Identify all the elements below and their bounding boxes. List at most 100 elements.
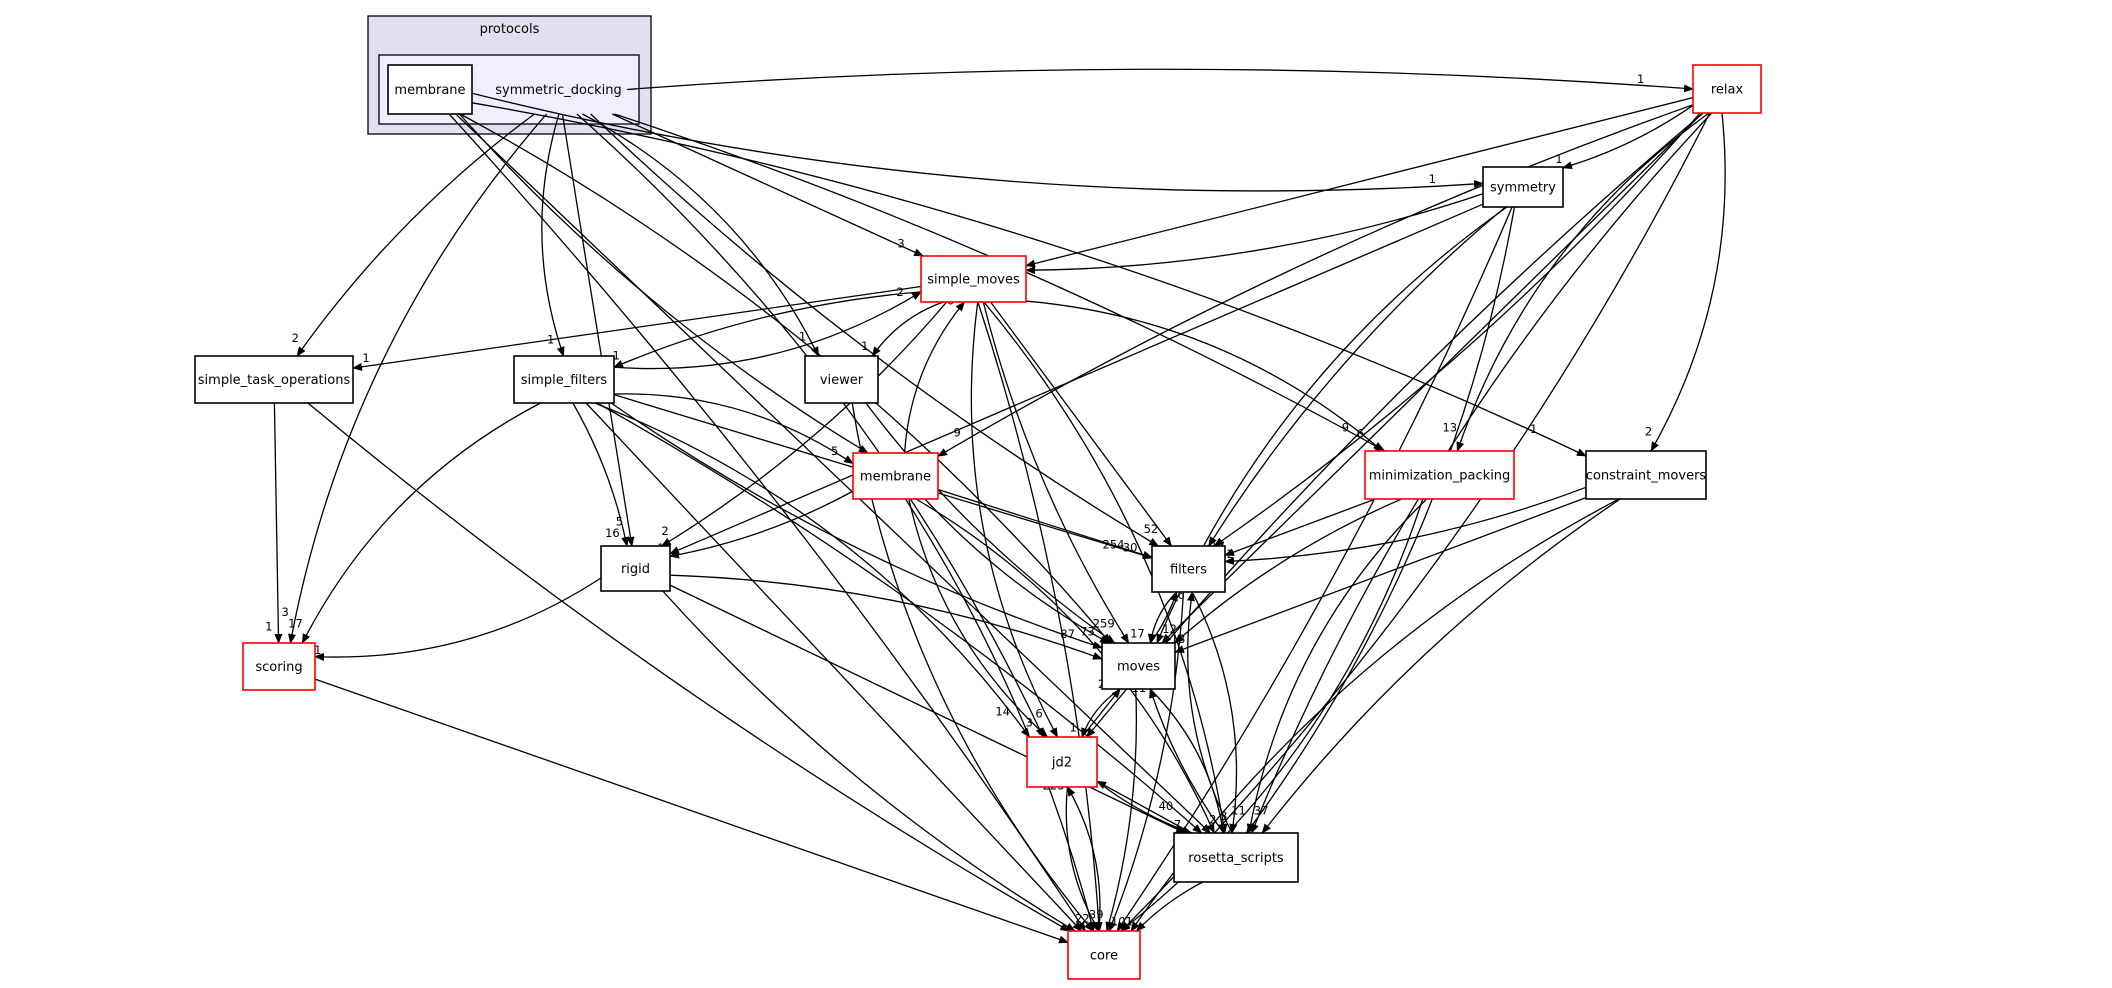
edge-line[interactable] (660, 301, 948, 547)
node-box[interactable] (1067, 930, 1141, 980)
edge-weight-label[interactable]: 1 (1429, 172, 1436, 186)
edge-line[interactable] (314, 577, 602, 661)
edge-line[interactable] (1261, 498, 1621, 834)
edge-line[interactable] (626, 68, 1694, 93)
edge-relax-to-symmetry[interactable]: 1 (1555, 104, 1694, 170)
edge-weight-label[interactable]: 101 (1111, 915, 1133, 929)
edge-line[interactable] (459, 113, 1111, 644)
node-symmetric-docking[interactable]: symmetric_docking (495, 83, 621, 98)
node-label[interactable]: scoring (255, 660, 302, 675)
edge-line[interactable] (977, 301, 1103, 932)
node-box[interactable] (804, 355, 879, 404)
edge-symmetry-to-rosetta_scripts[interactable] (1245, 206, 1516, 834)
edge-membrane_sub-to-symmetry[interactable]: 1 (471, 92, 1484, 192)
edge-weight-label[interactable]: 22 (1075, 912, 1090, 926)
node-box[interactable] (1482, 166, 1564, 208)
edge-membrane-to-core[interactable] (904, 498, 1096, 932)
edge-line[interactable] (669, 490, 854, 559)
edge-line[interactable] (352, 285, 922, 371)
edge-line[interactable] (1149, 688, 1225, 834)
edge-line[interactable] (1066, 786, 1101, 932)
edge-line[interactable] (669, 574, 1103, 660)
edge-weight-label[interactable]: 9 (954, 425, 961, 439)
edge-relax-to-jd2[interactable] (1086, 112, 1704, 738)
edge-line[interactable] (1174, 496, 1587, 653)
edge-membrane_sub-to-membrane[interactable] (459, 113, 869, 454)
edge-weight-label[interactable]: 1 (1530, 422, 1537, 436)
edge-line[interactable] (1081, 688, 1121, 738)
edge-rosetta_scripts-to-core[interactable]: 101 (1111, 881, 1204, 932)
edge-relax-to-simple_moves[interactable] (1025, 96, 1694, 268)
node-membrane[interactable]: membrane (852, 452, 939, 500)
edge-rigid-to-rosetta_scripts[interactable] (669, 584, 1186, 834)
edge-simple_filters-to-jd2[interactable]: 14 (594, 402, 1031, 738)
edge-rosetta_scripts-to-filters[interactable]: 6 (1177, 588, 1233, 834)
edge-line[interactable] (1245, 206, 1516, 834)
edge-simple_moves-to-core[interactable] (977, 301, 1103, 932)
edge-line[interactable] (915, 498, 1215, 834)
edge-weight-label[interactable]: 3 (1026, 715, 1033, 729)
edge-line[interactable] (594, 402, 1031, 738)
edge-line[interactable] (1191, 591, 1238, 834)
node-label[interactable]: symmetric_docking (495, 83, 621, 98)
edge-rigid-to-moves[interactable] (669, 574, 1103, 660)
edge-line[interactable] (669, 203, 1484, 555)
edge-simple_filters-to-scoring[interactable]: 17 (288, 402, 541, 644)
edge-line[interactable] (288, 113, 548, 644)
edge-line[interactable] (1246, 498, 1428, 834)
node-label[interactable]: filters (1170, 563, 1207, 578)
node-filters[interactable]: filters (1151, 545, 1226, 593)
edge-line[interactable] (1025, 96, 1694, 268)
edge-line[interactable] (1174, 498, 1402, 644)
edge-moves-to-rosetta_scripts[interactable]: 2 (1149, 688, 1227, 834)
edge-line[interactable] (314, 678, 1069, 944)
edge-weight-label[interactable]: 1 (265, 619, 272, 633)
edge-weight-label[interactable]: 1 (1555, 152, 1562, 166)
edge-symmetric_docking-to-simple_moves[interactable]: 3 (611, 113, 925, 257)
edge-line[interactable] (459, 113, 869, 454)
edge-line[interactable] (908, 498, 1049, 738)
node-label[interactable]: simple_moves (927, 273, 1020, 288)
edge-symmetric_docking-to-simple_task_operations[interactable]: 2 (292, 113, 535, 357)
edge-line[interactable] (1456, 112, 1710, 452)
edge-line[interactable] (582, 113, 820, 357)
edge-weight-label[interactable]: 52 (1144, 522, 1159, 536)
node-label[interactable]: relax (1711, 83, 1744, 98)
edge-line[interactable] (1135, 881, 1204, 932)
edge-simple_moves-to-simple_task_operations[interactable]: 1 (352, 285, 922, 371)
node-box[interactable] (194, 355, 354, 404)
edge-simple_filters-to-rigid[interactable]: 16 (572, 402, 630, 547)
edge-weight-label[interactable]: 1 (612, 348, 619, 362)
edge-weight-label[interactable]: 13 (1442, 420, 1457, 434)
edge-line[interactable] (937, 488, 1153, 559)
edge-line[interactable] (903, 301, 966, 454)
edge-weight-label[interactable]: 1 (362, 351, 369, 365)
node-box[interactable] (1026, 736, 1098, 788)
edge-minimization_packing-to-filters[interactable]: 17 (1210, 498, 1376, 556)
node-relax[interactable]: relax (1692, 64, 1762, 114)
edge-weight-label[interactable]: 30 (1123, 541, 1138, 555)
edge-weight-label[interactable]: 3 (282, 605, 289, 619)
edge-simple_filters-to-rosetta_scripts[interactable]: 40 (596, 402, 1203, 834)
edge-membrane-to-rosetta_scripts[interactable] (915, 498, 1215, 834)
edge-weight-label[interactable]: 259 (1093, 616, 1115, 630)
edge-line[interactable] (1187, 591, 1233, 834)
edge-line[interactable] (301, 402, 541, 644)
node-minimization-packing[interactable]: minimization_packing (1364, 450, 1515, 500)
edge-weight-label[interactable]: 2 (292, 331, 299, 345)
edge-weight-label[interactable]: 12 (1162, 622, 1177, 636)
edge-relax-to-moves[interactable] (1161, 112, 1703, 644)
edge-membrane_sub-to-rosetta_scripts[interactable] (455, 113, 1212, 834)
edge-viewer-to-moves[interactable] (865, 402, 1116, 644)
edge-simple_filters-to-core[interactable] (585, 402, 1083, 932)
edge-line[interactable] (613, 393, 854, 465)
node-symmetry[interactable]: symmetry (1482, 166, 1564, 208)
edge-relax-to-membrane[interactable]: 9 (937, 104, 1694, 457)
edge-line[interactable] (1650, 112, 1726, 452)
edge-weight-label[interactable]: 2 (1645, 424, 1652, 438)
edge-symmetric_docking-to-filters[interactable] (590, 113, 1160, 547)
edge-minimization_packing-to-rosetta_scripts[interactable]: 11 (1231, 498, 1428, 834)
edge-line[interactable] (1025, 193, 1484, 275)
edge-weight-label[interactable]: 87 (1060, 627, 1075, 641)
node-label[interactable]: symmetry (1490, 181, 1556, 196)
